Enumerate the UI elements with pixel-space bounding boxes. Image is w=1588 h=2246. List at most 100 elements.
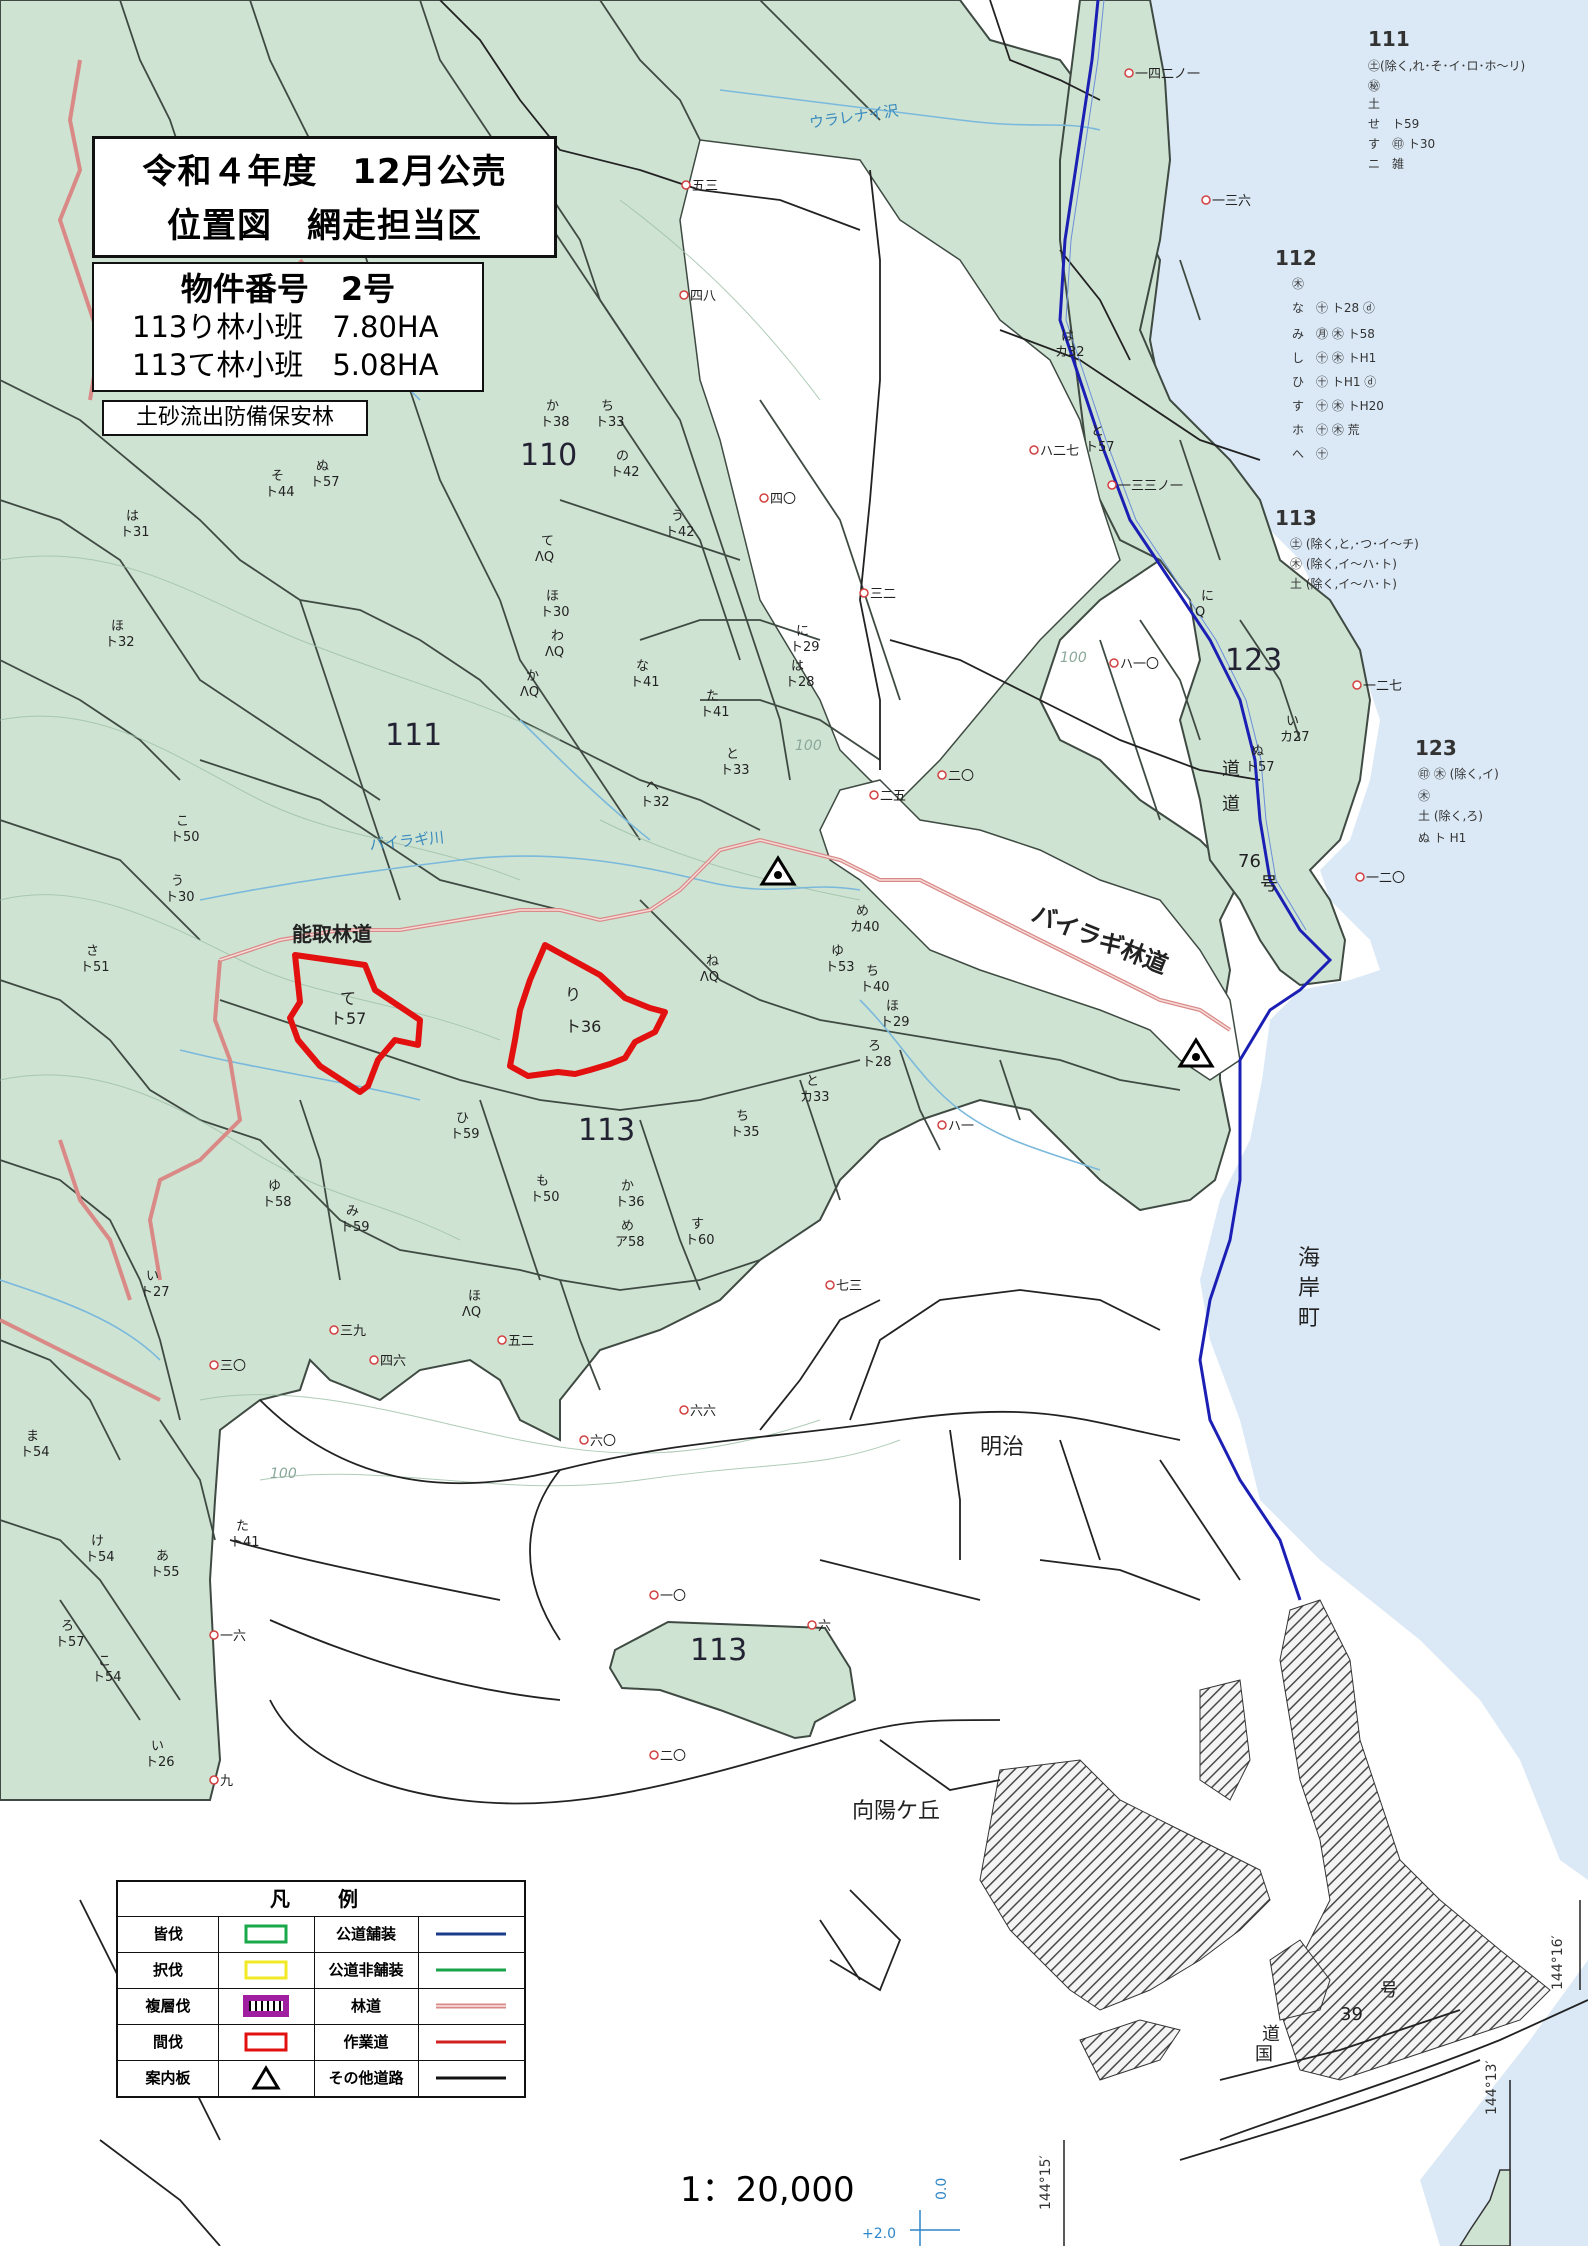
legend-cut-swatch (218, 2024, 315, 2060)
legend-row: 皆伐公道舗装 (118, 1916, 524, 1953)
stand-key: は (791, 659, 804, 674)
road-marker-dot (1355, 872, 1365, 882)
farmland-clearing (679, 139, 1121, 801)
stand-key: と (806, 1074, 819, 1089)
target-stand-ri-age: ト36 (565, 1017, 601, 1036)
note-112-line: な ㊉ ト28 ⓓ (1292, 301, 1375, 315)
compartment-111: 111 (385, 718, 442, 753)
map-legend: 凡 例 皆伐公道舗装択伐公道非舗装複層伐林道間伐作業道案内板その他道路 (116, 1880, 526, 2098)
stand-key: か (526, 669, 539, 684)
stand-value: ト44 (265, 485, 295, 500)
stand-value: ト51 (80, 960, 110, 975)
road-marker-label: 三九 (340, 1324, 366, 1339)
stand-value: ト29 (880, 1015, 910, 1030)
compartment-113: 113 (578, 1113, 635, 1148)
compartment-123: 123 (1225, 643, 1282, 678)
guide-board-icon[interactable] (1177, 1037, 1215, 1068)
road-marker-dot (681, 180, 691, 190)
legend-cut-swatch (218, 1952, 315, 1988)
stand-key: ほ (546, 589, 559, 604)
note-123-line: 土 (除く,ろ) (1418, 808, 1483, 823)
road-marker-dot (209, 1630, 219, 1640)
stand-key: に (796, 624, 809, 639)
stand-key: た (706, 689, 719, 704)
stand-value: ト31 (120, 525, 150, 540)
legend-road-type: 作業道 (314, 2024, 419, 2060)
road-marker-dot (869, 790, 879, 800)
stand-value: ト60 (685, 1233, 715, 1248)
stand-value: Q (1195, 605, 1205, 620)
target-stand-ri-key: り (565, 985, 581, 1004)
legend-road-swatch (418, 2060, 524, 2096)
note-111-line: ㊙ (1368, 79, 1380, 93)
guide-board-icon[interactable] (759, 855, 797, 886)
road-marker-dot (1124, 68, 1134, 78)
stand-key: ほ (886, 999, 899, 1014)
road-marker-dot (1109, 658, 1119, 668)
road-marker: 七三 (825, 1279, 862, 1294)
target-stand-ri[interactable] (507, 942, 668, 1079)
road-marker: 一三三ノ一 (1107, 479, 1183, 494)
target-stand-labels: て ト57 り ト36 (330, 985, 601, 1036)
stand-label: てΛQ (535, 534, 554, 565)
stand-key: わ (551, 629, 564, 644)
road-marker-dot (369, 1355, 379, 1365)
stand-value: ト57 (310, 475, 340, 490)
stand-value: ト26 (145, 1755, 175, 1770)
legend-row: 択伐公道非舗装 (118, 1952, 524, 1989)
legend-road-swatch (418, 1988, 524, 2024)
legend-road-swatch (418, 1916, 524, 1952)
stand-key: た (236, 1519, 249, 1534)
note-111-line: ㊏(除く,れ･そ･イ･ロ･ホ〜リ) (1368, 58, 1525, 73)
road-marker-label: 二〇 (948, 769, 974, 784)
legend-swatch-icon (244, 1960, 288, 1980)
road-marker-dot (497, 1335, 507, 1345)
stand-value: ΛQ (545, 645, 564, 660)
stand-key: ゆ (268, 1179, 281, 1194)
road-marker-label: 九 (220, 1774, 233, 1789)
target-stand-te[interactable] (287, 952, 423, 1095)
legend-road-type: 林道 (314, 1988, 419, 2024)
stand-key: ろ (868, 1039, 881, 1054)
route39-char-1: 国 (1255, 2044, 1273, 2065)
stand-key: め (621, 1219, 634, 1234)
road-marker-label: 七三 (836, 1279, 862, 1294)
legend-road-type: 公道舗装 (314, 1916, 419, 1952)
compartment-110: 110 (520, 438, 577, 473)
legend-cut-swatch (218, 2060, 315, 2096)
stand-key: ね (706, 954, 719, 969)
stand-value: ト32 (105, 635, 135, 650)
road-marker: 一六 (209, 1629, 246, 1644)
road-marker-label: 一二七 (1363, 679, 1402, 694)
contour-label-1: 100 (795, 738, 822, 754)
stand-value: ト54 (85, 1550, 115, 1565)
route76-char-3: 76 (1238, 851, 1261, 872)
stand-value: ト32 (640, 795, 670, 810)
stand-value: ト33 (720, 763, 750, 778)
stand-value: ト57 (55, 1635, 85, 1650)
forest-roads-inner (219, 839, 1231, 1031)
road-marker: 一三六 (1201, 194, 1251, 209)
streams (0, 89, 1101, 1361)
stand-value: ト58 (262, 1195, 292, 1210)
compartment-113-island: 113 (690, 1633, 747, 1668)
note-112-line: へ ㊉ (1292, 447, 1328, 461)
forest-designation-label: 土砂流出防備保安林 (135, 405, 334, 430)
title-line-2: 位置図 網走担当区 (167, 206, 482, 246)
